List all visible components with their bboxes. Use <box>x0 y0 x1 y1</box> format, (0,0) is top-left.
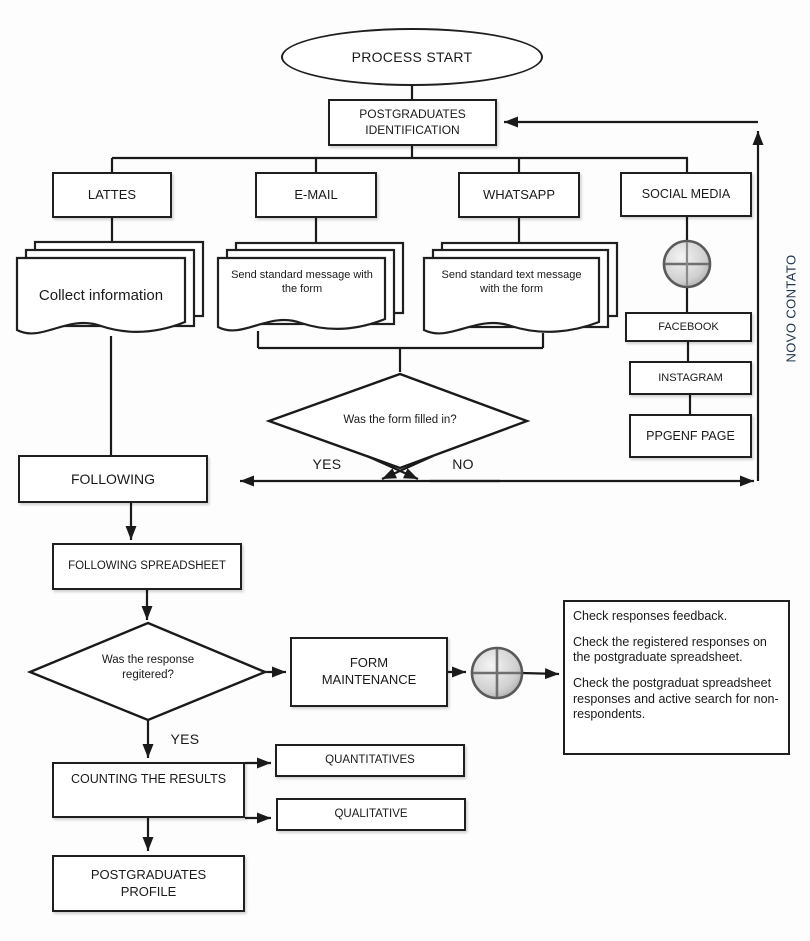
process-start-node: PROCESS START <box>281 28 543 86</box>
social-media-label: SOCIAL MEDIA <box>641 187 731 202</box>
counting-results-node: COUNTING THE RESULTS <box>52 762 245 818</box>
email-label: E-MAIL <box>294 186 338 202</box>
note-check-feedback: Check responses feedback. <box>573 609 728 623</box>
following-spreadsheet-node: FOLLOWING SPREADSHEET <box>52 543 242 590</box>
decision-form-filled-diamond <box>265 372 531 470</box>
decision-form-no-label: NO <box>452 455 474 472</box>
facebook-node: FACEBOOK <box>625 312 752 342</box>
note-check-spreadsheet: Check the postgraduat spreadsheet respon… <box>573 675 779 722</box>
postgraduates-identification-node: POSTGRADUATES IDENTIFICATION <box>328 99 497 146</box>
whatsapp-label: WHATSAPP <box>483 186 555 202</box>
following-spreadsheet-label: FOLLOWING SPREADSHEET <box>68 560 226 573</box>
instagram-node: INSTAGRAM <box>629 361 752 395</box>
form-maintenance-node: FORM MAINTENANCE <box>290 637 448 707</box>
decision-form-yes-label: YES <box>312 455 342 472</box>
note-check-registered: Check the registered responses on the po… <box>573 634 767 665</box>
ppgenf-page-label: PPGENF PAGE <box>646 428 735 443</box>
email-message-label: Send standard message with the form <box>231 268 373 295</box>
lattes-label: LATTES <box>87 186 137 202</box>
whatsapp-message-label: Send standard text message with the form <box>441 268 582 295</box>
quantitatives-label: QUANTITATIVES <box>325 754 415 767</box>
channel-lattes-node: LATTES <box>52 172 172 218</box>
decision-form-filled-label: Was the form filled in? <box>343 413 457 426</box>
whatsapp-message-document-stack <box>422 241 619 335</box>
postgraduates-identification-label: POSTGRADUATES IDENTIFICATION <box>359 106 466 137</box>
channel-social-media-node: SOCIAL MEDIA <box>620 172 752 217</box>
instagram-label: INSTAGRAM <box>658 371 723 384</box>
decision-response-registered-label: Was the response regitered? <box>101 654 195 681</box>
facebook-label: FACEBOOK <box>658 320 719 333</box>
following-label: FOLLOWING <box>70 470 155 487</box>
qualitative-label: QUALITATIVE <box>334 808 408 821</box>
collect-information-document-stack <box>15 240 205 335</box>
qualitative-node: QUALITATIVE <box>276 798 466 831</box>
counting-results-label: COUNTING THE RESULTS <box>70 772 227 786</box>
decision-response-yes-label: YES <box>170 730 200 747</box>
maintenance-notes-box: Check responses feedback. Check the regi… <box>563 600 790 755</box>
ppgenf-page-node: PPGENF PAGE <box>629 414 752 458</box>
channel-whatsapp-node: WHATSAPP <box>458 172 580 218</box>
new-contact-plus-connector-icon <box>662 239 712 289</box>
following-node: FOLLOWING <box>18 455 208 503</box>
collect-information-label: Collect information <box>38 287 164 305</box>
process-start-label: PROCESS START <box>351 49 473 65</box>
form-maintenance-label: FORM MAINTENANCE <box>321 655 417 687</box>
novo-contato-label: NOVO CONTATO <box>783 254 799 363</box>
channel-email-node: E-MAIL <box>255 172 377 218</box>
email-message-document-stack <box>216 241 405 332</box>
maintenance-plus-connector-icon <box>470 646 524 700</box>
postgraduates-profile-label: POSTGRADUATES PROFILE <box>90 866 207 899</box>
postgraduates-profile-node: POSTGRADUATES PROFILE <box>52 855 245 912</box>
quantitatives-node: QUANTITATIVES <box>275 744 465 777</box>
